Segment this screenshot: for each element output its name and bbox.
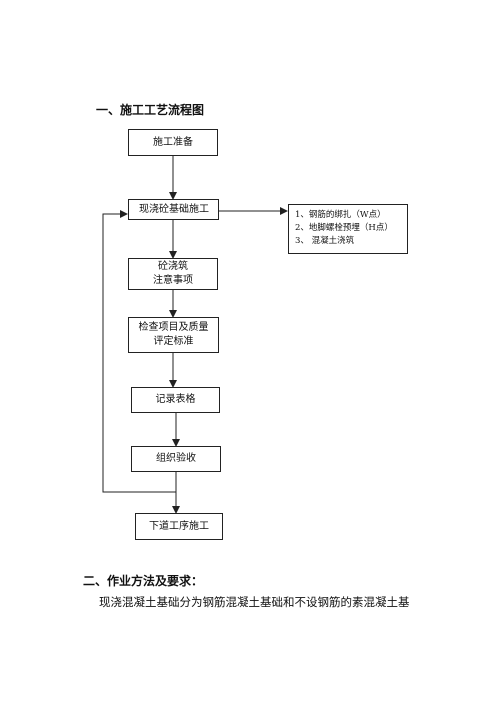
step-next-process: 下道工序施工 [135, 513, 223, 540]
step-record-forms: 记录表格 [131, 387, 220, 413]
step-label-line1: 检查项目及质量 [138, 322, 209, 333]
step-pour-notes: 砼浇筑 注意事项 [128, 258, 218, 290]
step-inspection-standards: 检查项目及质量 评定标准 [128, 317, 219, 353]
step-label: 记录表格 [155, 394, 196, 405]
step-cast-foundation: 现浇砼基础施工 [128, 199, 219, 220]
note-item: 1、钢筋的绑扎（W点） [295, 210, 386, 220]
step-label: 下道工序施工 [149, 520, 209, 532]
step-construction-prep: 施工准备 [128, 129, 218, 156]
step-organize-acceptance: 组织验收 [131, 446, 221, 472]
note-item: 2、地脚螺栓预埋（H点） [295, 223, 393, 233]
step-label: 施工准备 [153, 136, 193, 148]
checkpoint-notes-box: 1、钢筋的绑扎（W点） 2、地脚螺栓预埋（H点） 3、 混凝土浇筑 [288, 204, 408, 254]
step-label: 现浇砼基础施工 [139, 203, 209, 215]
step-label-line1: 砼浇筑 [158, 261, 188, 272]
step-label-line2: 评定标准 [153, 336, 194, 347]
section2-title: 二、作业方法及要求： [83, 574, 204, 588]
step-label: 组织验收 [156, 453, 196, 464]
step-label-line2: 注意事项 [153, 275, 193, 286]
note-item: 3、 混凝土浇筑 [295, 236, 355, 246]
feedback-loop [102, 210, 176, 493]
section1-title: 一、施工工艺流程图 [96, 103, 205, 117]
section2-paragraph: 现浇混凝土基础分为钢筋混凝土基础和不设钢筋的素混凝土基 [99, 595, 410, 609]
